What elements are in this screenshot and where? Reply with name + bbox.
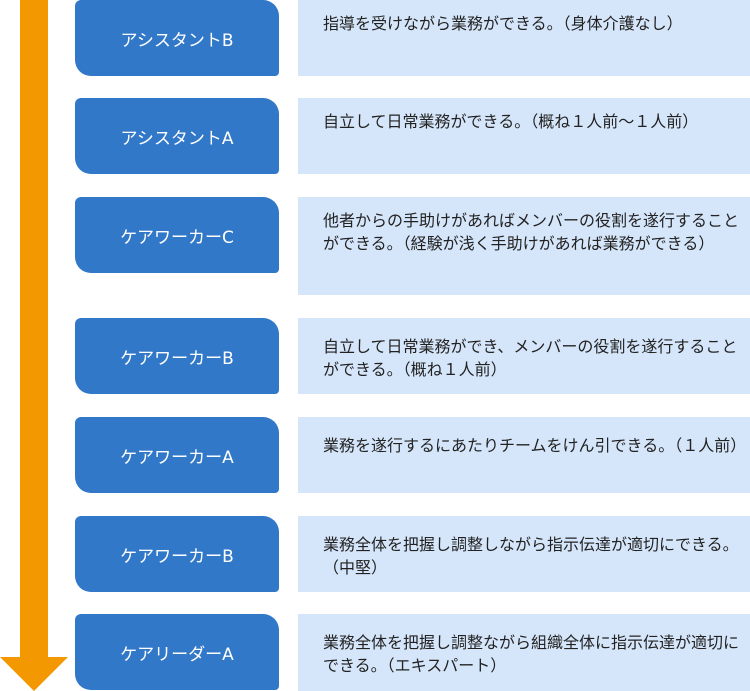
level-label: ケアワーカーA: [75, 417, 279, 493]
level-label: ケアワーカーB: [75, 516, 279, 592]
level-label: アシスタントA: [75, 98, 279, 174]
level-description: 自立して日常業務ができ、メンバーの役割を遂行することができる。（概ね１人前）: [298, 318, 750, 394]
level-label: ケアワーカーC: [75, 197, 279, 273]
level-description: 自立して日常業務ができる。（概ね１人前〜１人前）: [298, 98, 750, 174]
arrow-down-icon: [0, 657, 68, 691]
level-description: 業務を遂行するにあたりチームをけん引できる。（１人前）: [298, 417, 750, 493]
level-description: 業務全体を把握し調整しながら指示伝達が適切にできる。（中堅）: [298, 516, 750, 592]
level-description: 業務全体を把握し調整ながら組織全体に指示伝達が適切にできる。（エキスパート）: [298, 614, 750, 691]
level-label: アシスタントB: [75, 0, 279, 76]
level-description: 他者からの手助けがあればメンバーの役割を遂行することができる。（経験が浅く手助け…: [298, 197, 750, 295]
arrow-shaft: [20, 0, 48, 658]
level-description: 指導を受けながら業務ができる。（身体介護なし）: [298, 0, 750, 76]
level-label: ケアリーダーA: [75, 614, 279, 690]
level-label: ケアワーカーB: [75, 318, 279, 394]
